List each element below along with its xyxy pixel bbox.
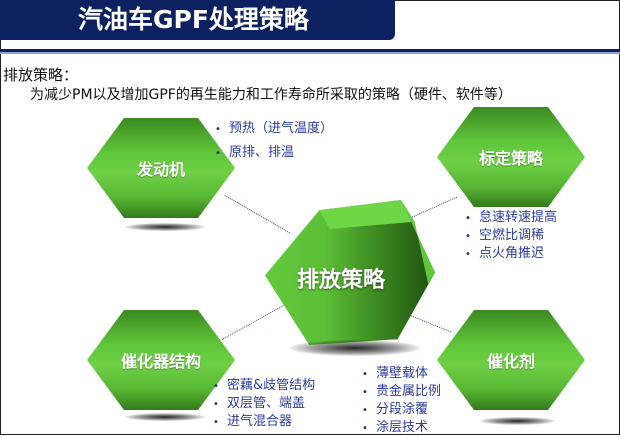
node-engine-shadow — [125, 223, 205, 231]
list-item: •贵金属比例 — [362, 384, 442, 399]
engine-bullets: •预热（进气温度） •原排、排温 — [215, 120, 333, 162]
title-bar: 汽油车GPF处理策略 — [0, 0, 395, 40]
node-center-label: 排放策略 — [297, 268, 386, 293]
node-catalyst-structure-label: 催化器结构 — [120, 352, 201, 371]
catalyst-bullets: •薄壁载体 •贵金属比例 •分段涂覆 •涂层技术 — [362, 365, 441, 437]
section-description: 为减少PM以及增加GPF的再生能力和工作寿命所采取的策略（硬件、软件等） — [30, 87, 512, 103]
node-catalyst-structure-shadow — [125, 413, 205, 421]
node-catalyst-label: 催化剂 — [486, 352, 535, 371]
list-item: •涂层技术 — [362, 420, 429, 435]
calibration-bullets: •怠速转速提高 •空燃比调稀 •点火角推迟 — [465, 209, 557, 263]
list-item: •进气混合器 — [213, 414, 293, 429]
node-center: 排放策略 — [265, 200, 435, 345]
list-item: •薄壁载体 — [362, 366, 429, 381]
list-item: •怠速转速提高 — [465, 210, 558, 225]
list-item: •原排、排温 — [215, 145, 295, 160]
catalyst-structure-bullets: •密藕&歧管结构 •双层管、端盖 •进气混合器 — [213, 377, 315, 431]
node-catalyst-shadow — [480, 417, 555, 425]
node-engine: 发动机 — [87, 118, 235, 218]
list-item: •双层管、端盖 — [213, 396, 306, 411]
list-item: •预热（进气温度） — [215, 121, 334, 136]
node-calibration-label: 标定策略 — [478, 149, 543, 168]
section-heading: 排放策略： — [3, 66, 79, 84]
slide-title: 汽油车GPF处理策略 — [78, 5, 309, 34]
node-center-shadow — [290, 340, 420, 356]
list-item: •点火角推迟 — [465, 246, 545, 261]
list-item: •空燃比调稀 — [465, 228, 545, 243]
list-item: •密藕&歧管结构 — [213, 378, 316, 393]
node-engine-label: 发动机 — [136, 160, 185, 179]
title-divider — [0, 49, 620, 54]
list-item: •分段涂覆 — [362, 402, 429, 417]
